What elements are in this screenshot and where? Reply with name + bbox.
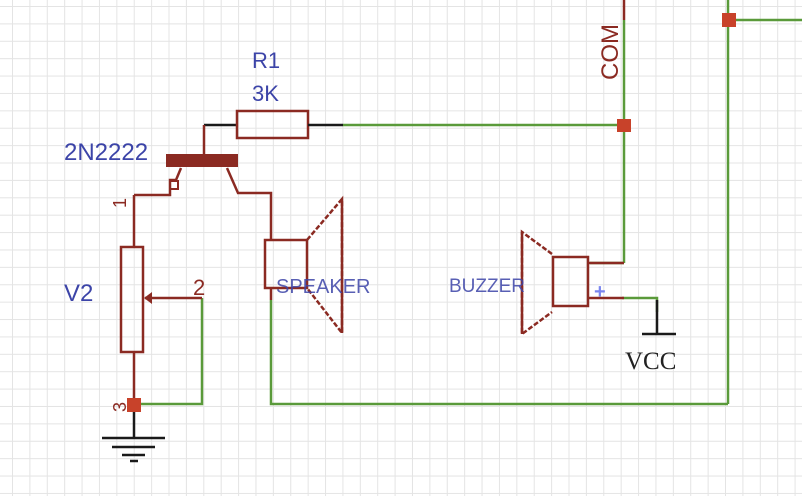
junctions bbox=[127, 13, 736, 412]
junction-gnd[interactable] bbox=[127, 398, 141, 412]
wire-buzzer-to-vcc[interactable] bbox=[622, 296, 659, 312]
ground-symbol[interactable] bbox=[102, 404, 165, 463]
speaker[interactable]: SPEAKER bbox=[263, 195, 370, 337]
v2-pin1-label: 1 bbox=[110, 198, 130, 208]
speaker-ref-label: SPEAKER bbox=[276, 276, 370, 298]
speaker-magnet bbox=[263, 238, 309, 290]
buzzer-ref-label: BUZZER bbox=[449, 276, 525, 297]
v2-pin3-label: 3 bbox=[110, 402, 130, 412]
wire-pot-wiper-to-gnd[interactable] bbox=[134, 298, 204, 406]
transistor-q1[interactable]: 2N2222 bbox=[64, 139, 273, 240]
v2-ref-label: V2 bbox=[64, 280, 93, 307]
buzzer-body bbox=[551, 255, 590, 308]
vcc-label: VCC bbox=[625, 348, 676, 375]
r1-value-label: 3K bbox=[252, 81, 279, 106]
q1-collector-leg bbox=[225, 167, 273, 240]
com-label: COM bbox=[597, 24, 624, 80]
relay-com-pin[interactable]: COM bbox=[597, 0, 626, 80]
v2-pin2-label: 2 bbox=[193, 275, 205, 300]
q1-emitter-arrow bbox=[169, 180, 179, 190]
vcc-symbol[interactable]: VCC bbox=[625, 300, 676, 375]
junction-top-right[interactable] bbox=[722, 13, 736, 27]
v2-body bbox=[119, 245, 145, 354]
buzzer[interactable]: BUZZER + bbox=[449, 229, 624, 337]
wire-bottom-loop[interactable] bbox=[269, 300, 728, 406]
buzzer-polarity-label: + bbox=[594, 281, 606, 303]
q1-ref-label: 2N2222 bbox=[64, 139, 148, 166]
junction-com[interactable] bbox=[617, 119, 631, 132]
buzzer-cone bbox=[520, 229, 553, 337]
r1-body bbox=[235, 109, 310, 140]
v2-wiper-arrow bbox=[144, 292, 152, 304]
wires bbox=[134, 0, 802, 406]
q1-base-bar bbox=[166, 154, 238, 167]
speaker-cone bbox=[306, 195, 344, 337]
potentiometer-v2[interactable]: V2 1 2 3 bbox=[64, 195, 205, 412]
r1-ref-label: R1 bbox=[252, 48, 280, 73]
resistor-r1[interactable]: R1 3K bbox=[202, 48, 343, 155]
